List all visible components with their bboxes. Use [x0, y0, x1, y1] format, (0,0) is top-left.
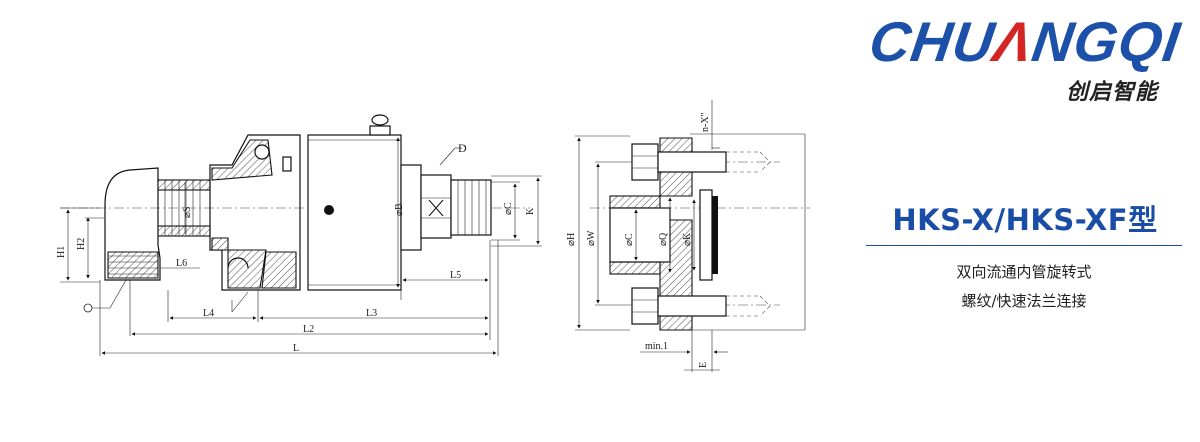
- product-desc-line2: 螺纹/快速法兰连接: [961, 292, 1087, 310]
- dim-l4: L4: [203, 308, 214, 319]
- elbow-body: [104, 167, 161, 281]
- technical-drawing: H1 H2 L6 L4 L3 L2 L L5 ⌀S: [56, 100, 810, 372]
- dim-w: ⌀W: [586, 230, 597, 246]
- dim-q: ⌀Q: [658, 232, 669, 246]
- dim-l6: L6: [176, 258, 187, 269]
- brand-logo: CHUΛNGQI 创启智能: [845, 10, 1185, 106]
- dim-k2: ⌀K: [682, 232, 693, 246]
- dim-b: ⌀B: [394, 203, 405, 216]
- mount-hole: [254, 144, 270, 160]
- logo-wordmark: CHUΛNGQI: [865, 10, 1185, 73]
- dim-c: ⌀C: [503, 202, 514, 215]
- product-desc-line1: 双向流通内管旋转式: [956, 263, 1092, 281]
- dim-l3: L3: [366, 308, 377, 319]
- dim-l: L: [293, 343, 299, 354]
- hex-nut: [420, 174, 452, 239]
- dim-c2: ⌀C: [624, 233, 635, 246]
- title-divider: [866, 245, 1182, 246]
- dim-k: K: [525, 207, 536, 215]
- dim-min1: min.1: [645, 341, 668, 352]
- logo-subtitle: 创启智能: [1065, 80, 1158, 105]
- body-screw: [324, 205, 334, 215]
- bolt-top: [631, 143, 771, 181]
- dim-h2: H2: [76, 238, 87, 250]
- bolt-bottom: [631, 287, 771, 325]
- main-body: [307, 134, 402, 291]
- dim-l5: L5: [450, 270, 461, 281]
- label-d: D: [458, 141, 467, 155]
- dim-h: ⌀H: [566, 233, 577, 246]
- side-view: H1 H2 L6 L4 L3 L2 L L5 ⌀S: [56, 114, 542, 356]
- pipe-end: [450, 179, 492, 236]
- dim-e: E: [698, 362, 709, 368]
- dim-h1: H1: [56, 246, 67, 258]
- dim-l2: L2: [303, 324, 314, 335]
- dim-s: ⌀S: [182, 206, 193, 218]
- dim-nx: n-X": [700, 112, 711, 132]
- product-model: HKS-X/HKS-XF型: [892, 203, 1158, 237]
- flange-view: ⌀H ⌀W ⌀C ⌀Q ⌀K n-X" min.1 E: [566, 100, 810, 372]
